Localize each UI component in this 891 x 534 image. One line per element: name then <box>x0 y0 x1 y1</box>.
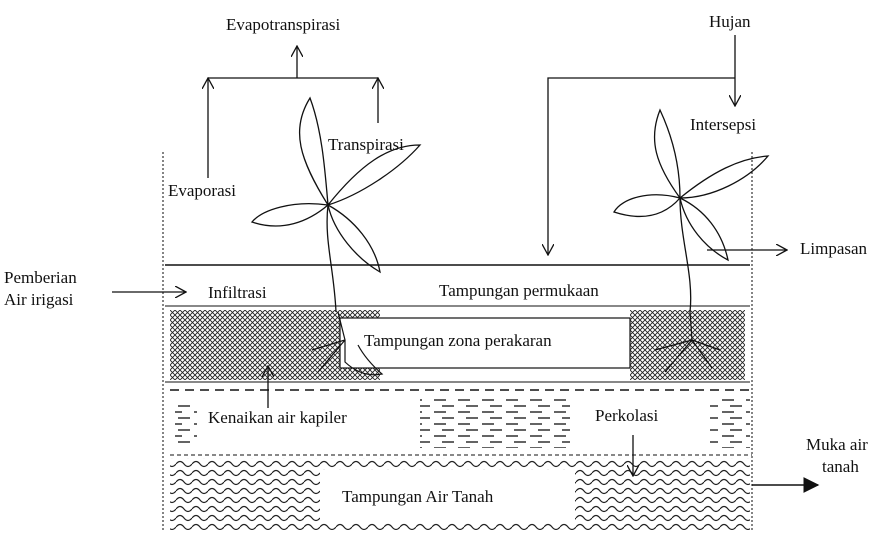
label-hujan: Hujan <box>709 13 751 30</box>
label-tanah: tanah <box>822 458 859 475</box>
rain-to-surface-arrow <box>548 78 735 255</box>
label-perkolasi: Perkolasi <box>592 405 661 426</box>
label-kenaikan-air-kapiler: Kenaikan air kapiler <box>208 409 347 426</box>
capillary-dashes-left <box>175 402 197 446</box>
label-tampungan-permukaan: Tampungan permukaan <box>439 282 599 299</box>
label-intersepsi: Intersepsi <box>690 116 756 133</box>
label-infiltrasi: Infiltrasi <box>208 284 267 301</box>
label-evapotranspirasi: Evapotranspirasi <box>226 16 340 33</box>
label-pemberian: Pemberian <box>4 269 77 286</box>
plant-left <box>252 98 420 312</box>
label-evaporasi: Evaporasi <box>168 182 236 199</box>
capillary-dashes-mid <box>420 398 570 448</box>
label-tampungan-air-tanah: Tampungan Air Tanah <box>342 488 493 505</box>
label-air-irigasi: Air irigasi <box>4 291 73 308</box>
label-limpasan: Limpasan <box>800 240 867 257</box>
plant-right <box>614 110 768 312</box>
label-tampungan-zona-perakaran: Tampungan zona perakaran <box>364 332 552 349</box>
capillary-dashes-right <box>710 398 750 448</box>
label-transpirasi: Transpirasi <box>328 136 404 153</box>
label-muka-air: Muka air <box>806 436 868 453</box>
